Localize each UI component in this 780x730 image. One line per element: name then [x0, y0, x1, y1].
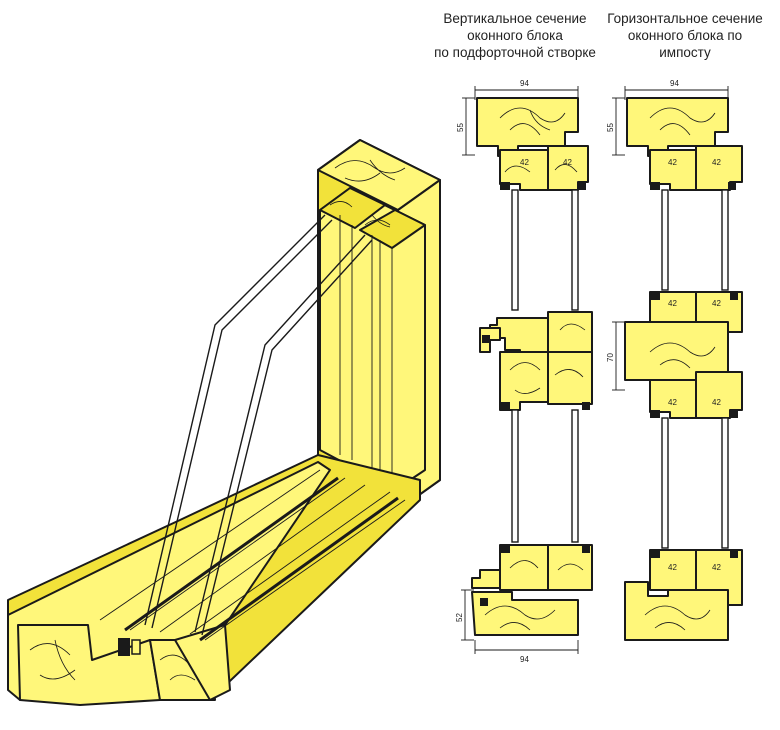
isometric-window-corner — [7, 139, 441, 706]
caption-horizontal-section: Горизонтальное сечение оконного блока по… — [607, 11, 763, 60]
svg-text:42: 42 — [712, 563, 721, 572]
glass-pane-right-upper — [571, 189, 579, 311]
impost-lower-left-vertical — [499, 351, 549, 411]
frame-top-horizontal — [626, 97, 729, 157]
glass-pane-left-lower — [511, 409, 519, 543]
svg-text:42: 42 — [563, 158, 572, 167]
dim-width-top-left: 94 — [520, 79, 529, 88]
impost-lower-right-vertical — [547, 351, 593, 405]
dim-height-top-left: 55 — [456, 123, 465, 132]
dim-width-bottom: 94 — [520, 655, 529, 664]
impost-upper-right-vertical — [547, 311, 593, 353]
dim-sill-height: 52 — [455, 613, 464, 622]
horizontal-section: 94 55 42 42 42 42 70 42 — [606, 79, 743, 641]
svg-text:42: 42 — [712, 398, 721, 407]
glass-pane-right-lower — [571, 409, 579, 543]
svg-text:42: 42 — [712, 158, 721, 167]
dim-impost-height: 70 — [606, 353, 615, 362]
dim-height-top-right: 55 — [606, 123, 615, 132]
svg-text:42: 42 — [668, 158, 677, 167]
svg-text:42: 42 — [520, 158, 529, 167]
svg-text:42: 42 — [712, 299, 721, 308]
svg-text:42: 42 — [668, 563, 677, 572]
sash-bottom-right-vertical — [547, 544, 593, 591]
glass-pane-left-upper — [511, 189, 519, 311]
caption-vertical-section: Вертикальное сечение оконного блока по п… — [434, 11, 596, 60]
svg-text:42: 42 — [668, 398, 677, 407]
dim-width-top-right: 94 — [670, 79, 679, 88]
sill-vertical — [471, 591, 579, 636]
svg-text:42: 42 — [668, 299, 677, 308]
frame-bottom-horizontal — [624, 581, 729, 641]
vertical-section: 94 55 42 42 — [455, 79, 593, 664]
frame-top-vertical — [476, 97, 579, 157]
